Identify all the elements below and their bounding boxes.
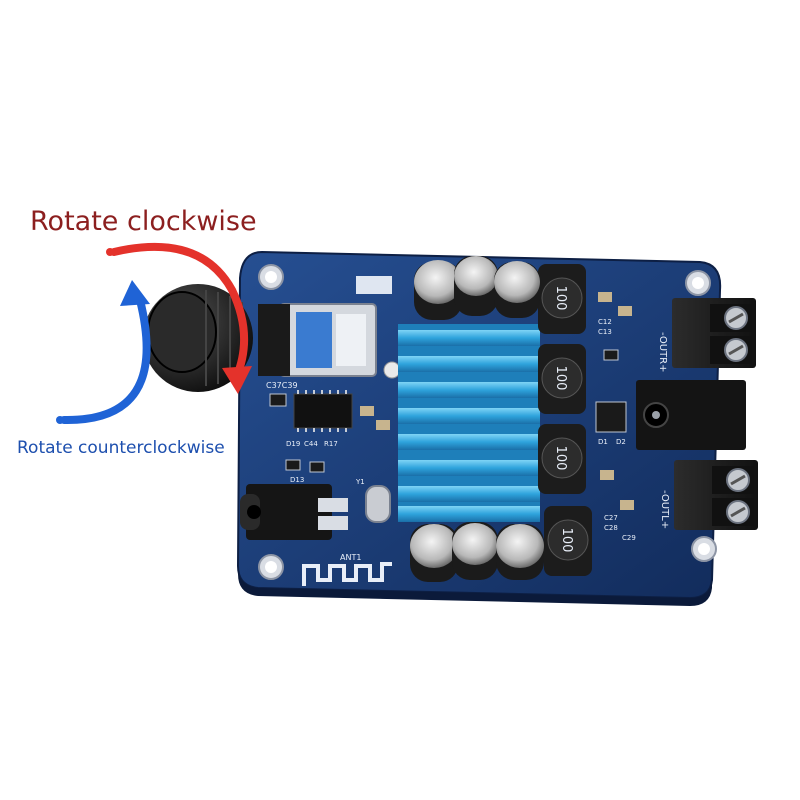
pcb-antenna (302, 562, 392, 586)
counterclockwise-arrow (56, 280, 151, 425)
inductor: 100 (544, 506, 592, 576)
mounting-hole-bl (258, 554, 284, 580)
ic-pins (297, 390, 347, 432)
silk-label: D13 (290, 476, 304, 484)
volume-knob[interactable] (143, 284, 290, 392)
capacitor (410, 524, 458, 582)
rotate-clockwise-label: Rotate clockwise (30, 206, 257, 237)
smd-part (618, 306, 632, 316)
svg-text:100: 100 (559, 528, 574, 553)
capacitor (454, 256, 498, 316)
silk-label: C29 (622, 534, 636, 542)
svg-text:100: 100 (553, 446, 568, 471)
silk-pad (356, 276, 392, 294)
mounting-hole-br (691, 536, 717, 562)
inductor: 100 (538, 344, 586, 414)
silk-label-outl: -OUTL+ (659, 490, 670, 529)
crystal (365, 485, 391, 523)
clockwise-arrow (106, 242, 252, 394)
rotate-counterclockwise-label: Rotate counterclockwise (17, 438, 225, 458)
silk-label: Y1 (355, 478, 365, 486)
mounting-hole-tl (258, 264, 284, 290)
smd-part (360, 406, 374, 416)
speaker-terminal-left (674, 460, 758, 530)
smd-part (600, 470, 614, 480)
heatsink (398, 324, 540, 522)
svg-text:100: 100 (553, 366, 568, 391)
silk-label: R17 (324, 440, 338, 448)
silk-label: C27 (604, 514, 618, 522)
silk-label: C12 (598, 318, 612, 326)
ic-chip (293, 393, 353, 429)
silk-label: C13 (598, 328, 612, 336)
smd-part (376, 420, 390, 430)
svg-text:100: 100 (553, 286, 568, 311)
silk-label: C28 (604, 524, 618, 532)
dc-power-jack (636, 380, 746, 450)
smd-part (595, 401, 627, 433)
led (383, 361, 401, 379)
silk-label: D2 (616, 438, 626, 446)
smd-part (603, 349, 619, 361)
smd-part (598, 292, 612, 302)
speaker-terminal-right (672, 298, 756, 368)
smd-part (309, 461, 325, 473)
potentiometer (279, 303, 377, 377)
capacitor (414, 260, 462, 320)
mounting-hole-tr (685, 270, 711, 296)
silk-label: C44 (304, 440, 318, 448)
capacitor (494, 261, 540, 318)
smd-part (620, 500, 634, 510)
inductor: 100 (538, 424, 586, 494)
inductor: 100 (538, 264, 586, 334)
silk-label: D19 (286, 440, 300, 448)
smd-part (269, 393, 287, 407)
audio-jack (240, 484, 348, 540)
silk-label: C37C39 (266, 381, 298, 390)
capacitor (496, 524, 544, 580)
silk-label-outr: -OUTR+ (657, 332, 668, 373)
silk-label: D1 (598, 438, 608, 446)
smd-part (285, 459, 301, 471)
silk-label-ant: ANT1 (340, 553, 361, 562)
capacitor (452, 522, 498, 580)
